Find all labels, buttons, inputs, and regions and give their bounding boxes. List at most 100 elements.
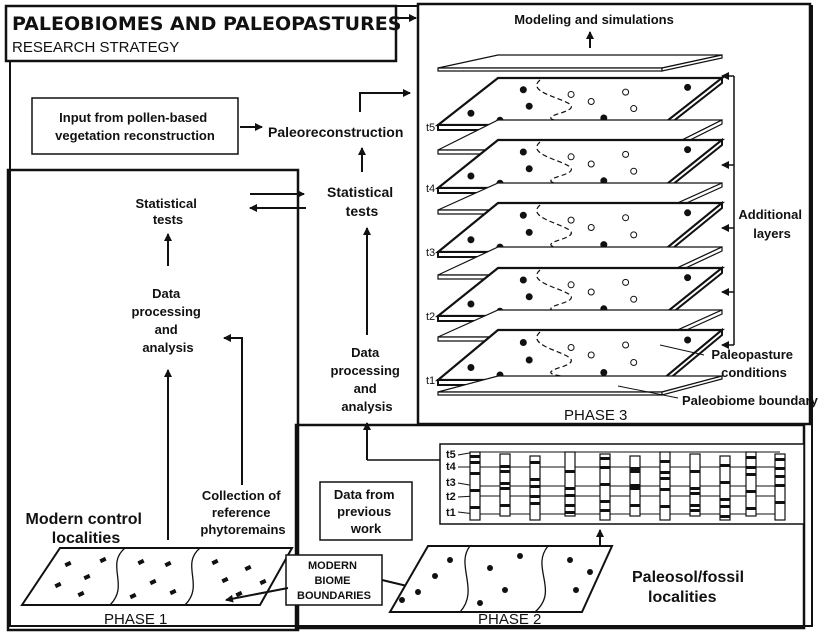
strat-band (600, 483, 610, 486)
phase3-label: PHASE 3 (564, 407, 627, 424)
layer-slab (437, 54, 723, 72)
layer-slab (434, 265, 726, 324)
phase1-label: PHASE 1 (104, 611, 167, 628)
layer-locality-dot (567, 153, 575, 161)
strat-band (530, 495, 540, 498)
paleobiome-boundary-text: Paleobiome boundary (682, 393, 818, 408)
input-pollen-box (31, 97, 239, 155)
layer-locality-dot (630, 105, 638, 113)
strat-band (660, 505, 670, 508)
strat-band (470, 461, 480, 464)
layer-locality-dot (587, 160, 595, 168)
strat-band (470, 455, 480, 458)
strat-band (500, 465, 510, 468)
input-pollen-text: Input from pollen-based vegetation recon… (55, 110, 215, 143)
strat-band (630, 470, 640, 473)
layer-locality-dot (525, 228, 533, 236)
strat-band (500, 470, 510, 473)
page-subtitle: RESEARCH STRATEGY (12, 39, 179, 56)
phase2-label: PHASE 2 (478, 611, 541, 628)
layer-locality-dot (519, 211, 527, 219)
time-line (457, 451, 780, 456)
strat-band (746, 456, 756, 459)
strat-band (775, 467, 785, 470)
strat-band (690, 470, 700, 473)
strat-band (565, 504, 575, 507)
strat-column (599, 453, 611, 521)
strat-band (660, 488, 670, 491)
phase2-time-labels: t5 t4 t3 t2 t1 (446, 449, 459, 519)
strat-band (775, 484, 785, 487)
paleoreconstruction-text: Paleoreconstruction (268, 124, 403, 140)
layer-locality-dot (630, 295, 638, 303)
strat-band (565, 487, 575, 490)
strat-band (775, 458, 785, 461)
strat-column (659, 451, 671, 521)
layer-locality-dot (467, 364, 475, 371)
strat-band (600, 509, 610, 512)
strat-band (565, 494, 575, 497)
data-previous-box (319, 481, 413, 541)
strat-band (690, 509, 700, 512)
layer-locality-dot (525, 356, 533, 364)
strat-band (690, 504, 700, 507)
strat-band (746, 507, 756, 510)
p1-arrow-from-collection (223, 334, 243, 485)
layer-locality-dot (567, 281, 575, 289)
layer-locality-dot (467, 300, 475, 308)
layer-locality-dot (630, 359, 638, 366)
layer-locality-dot (467, 172, 475, 180)
layer-locality-dot (684, 336, 692, 344)
strat-band (470, 506, 480, 509)
strat-band (600, 500, 610, 503)
strat-columns (457, 451, 786, 521)
layer-locality-dot (587, 224, 595, 231)
layer-locality-dot (587, 288, 595, 296)
p2-paleosol-text: Paleosol/fossil localities (632, 569, 749, 606)
layer-locality-dot (684, 146, 692, 154)
layer-locality-dot (519, 339, 527, 346)
additional-layers-text: Additional layers (738, 207, 805, 241)
strat-band (600, 466, 610, 469)
layer-locality-dot (622, 88, 630, 96)
layer-locality-dot (525, 165, 533, 173)
strat-band (775, 475, 785, 478)
strat-band (630, 467, 640, 470)
strat-band (565, 470, 575, 473)
layer-locality-dot (467, 236, 475, 244)
strat-column (689, 453, 701, 517)
strat-band (600, 457, 610, 460)
strat-band (530, 478, 540, 481)
layer-locality-dot (519, 86, 527, 94)
arrow-biome-to-p1 (225, 587, 289, 603)
layer-locality-dot (525, 293, 533, 301)
strat-band (746, 473, 756, 476)
phase3-time-labels: t5 t4 t3 t2 t1 (426, 122, 438, 387)
strat-band (775, 501, 785, 504)
arrow-paleorecon-to-phase3 (359, 89, 411, 112)
strat-band (720, 481, 730, 484)
strat-band (500, 504, 510, 507)
strat-band (630, 504, 640, 507)
layer-locality-dot (684, 83, 692, 91)
strat-band (720, 498, 730, 501)
strat-band (470, 489, 480, 492)
strat-band (530, 502, 540, 505)
center-data-processing: Data processing and analysis (331, 345, 404, 414)
outer-frame (9, 5, 813, 627)
p1-statistical-tests: Statistical tests (135, 196, 200, 227)
title-box (4, 4, 398, 63)
modern-biome-box (285, 554, 383, 606)
strat-band (720, 464, 730, 467)
layer-locality-dot (622, 278, 630, 286)
layer-locality-dot (519, 276, 527, 284)
paleobiome-pointer (617, 385, 679, 399)
layer-locality-dot (567, 216, 575, 224)
layer-locality-dot (587, 98, 595, 105)
p1-data-processing: Data processing and analysis (132, 286, 205, 355)
layer-locality-dot (684, 274, 692, 282)
strat-band (720, 515, 730, 518)
paleosol-localities-map (388, 545, 614, 613)
layer-locality-dot (467, 109, 475, 117)
strat-column (745, 451, 757, 517)
